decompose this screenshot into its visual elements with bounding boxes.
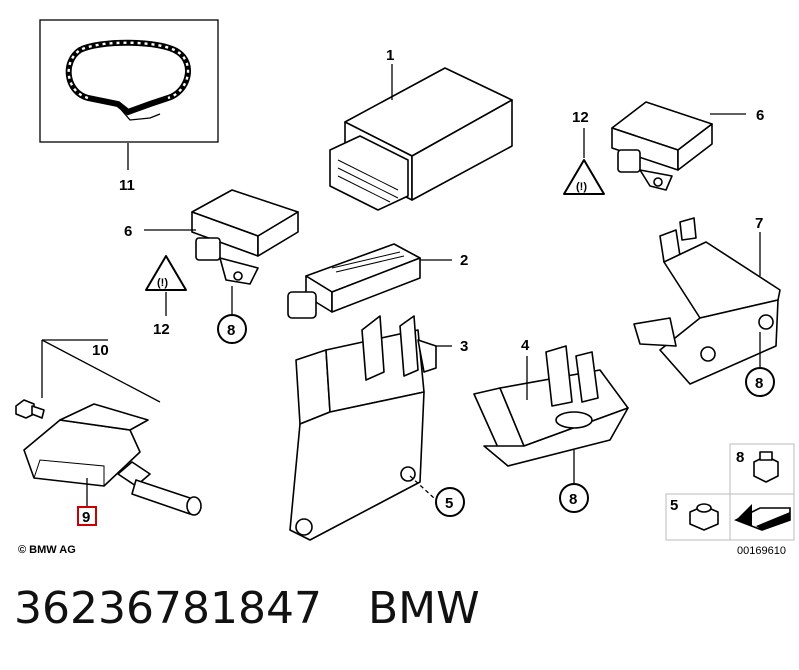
bracket-3-illustration (289, 315, 437, 541)
callout-circle-8-holder (559, 483, 589, 513)
callout-1: 1 (386, 47, 394, 64)
callout-10: 10 (92, 342, 109, 359)
tire-section-illustration (39, 19, 219, 143)
holder-4-illustration (473, 345, 629, 467)
callout-9-highlight-box (77, 506, 97, 526)
antenna-module-top-illustration (611, 101, 713, 191)
callout-2: 2 (460, 252, 468, 269)
svg-text:(!): (!) (576, 181, 587, 193)
tpms-sensor-kit-illustration (15, 339, 202, 516)
callout-circle-8-right (745, 367, 775, 397)
brand-name: BMW (367, 583, 480, 634)
callout-8-inset: 8 (736, 449, 744, 466)
diagram-code: 00169610 (737, 545, 786, 557)
warning-sticker-top-illustration: (!) (563, 159, 605, 195)
copyright-text: © BMW AG (18, 544, 76, 556)
callout-3: 3 (460, 338, 468, 355)
callout-12-top: 12 (572, 109, 589, 126)
part-info-caption: 36236781847 BMW (14, 583, 526, 634)
fastener-inset-box (665, 443, 795, 541)
callout-5-bracket: 5 (445, 495, 453, 512)
svg-text:(!): (!) (157, 277, 168, 289)
callout-4: 4 (521, 337, 530, 354)
callout-6-top: 6 (756, 107, 764, 124)
callout-11: 11 (119, 177, 135, 194)
callout-circle-5-bracket (435, 487, 465, 517)
callout-5-inset: 5 (670, 497, 678, 514)
callout-7: 7 (755, 215, 763, 232)
warning-sticker-left-illustration: (!) (145, 255, 187, 291)
sensor-illustration (287, 243, 421, 319)
callout-8-left: 8 (227, 322, 235, 339)
callout-6-left: 6 (124, 223, 132, 240)
callout-8-right: 8 (755, 375, 763, 392)
bracket-7-illustration (633, 217, 781, 385)
antenna-module-left-illustration (191, 189, 299, 285)
callout-12-left: 12 (153, 321, 170, 338)
control-unit-illustration (329, 67, 513, 211)
callout-circle-8-left (217, 314, 247, 344)
callout-8-holder: 8 (569, 491, 577, 508)
part-number: 36236781847 (14, 583, 322, 634)
callout-9: 9 (82, 509, 90, 526)
